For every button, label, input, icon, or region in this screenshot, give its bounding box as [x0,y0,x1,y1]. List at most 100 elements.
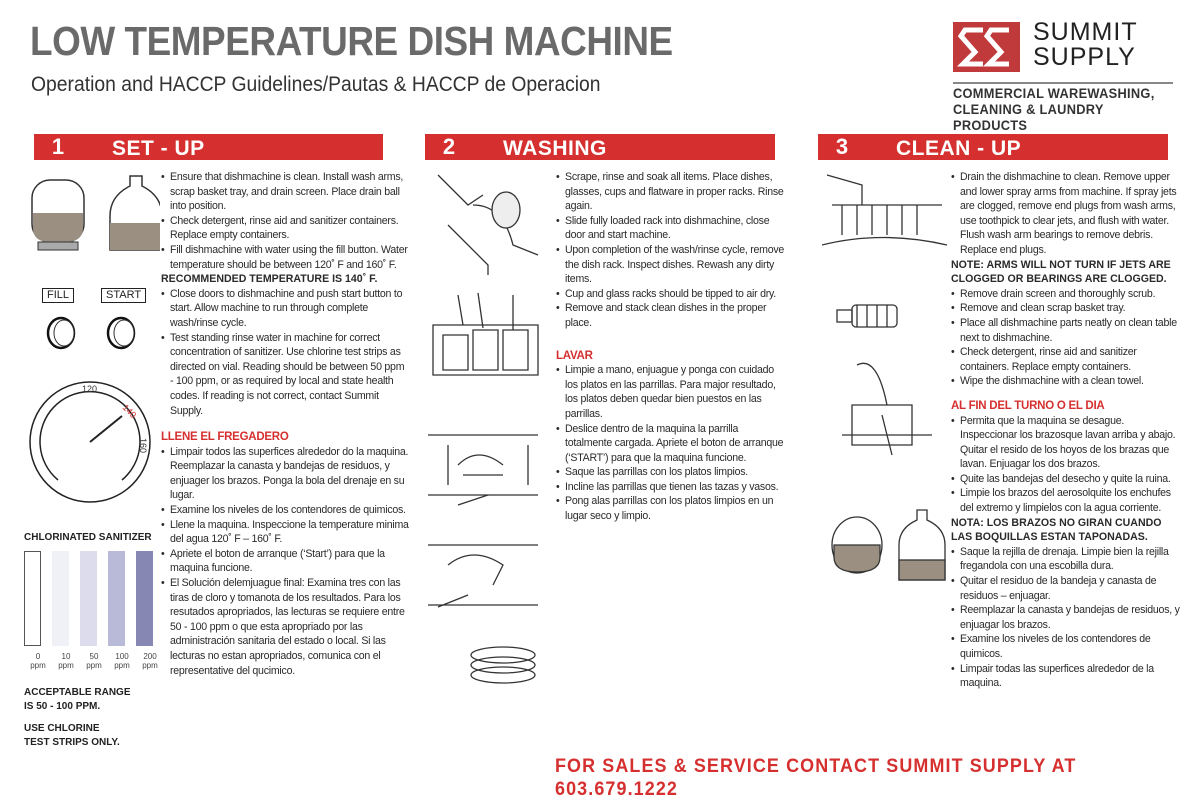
list-item: Limpair todos las superfices alrededor d… [161,445,409,503]
strip-value: 100 [115,652,129,661]
section-3-number: 3 [818,134,866,160]
list-item: Saque las parrillas con los platos limpi… [556,465,786,480]
list-item: Limpie a mano, enjuague y ponga con cuid… [556,363,786,421]
list-item: Check detergent, rinse aid and sanitizer… [951,345,1183,374]
list-item: Fill dishmachine with water using the fi… [161,243,409,272]
sanitizer-strip [24,551,41,646]
list-item: Apriete el boton de arranque (‘Start’) p… [161,547,409,576]
bullet-list: Permita que la maquina se desague. Inspe… [951,414,1183,516]
list-item: Examine los niveles de los contendores d… [161,503,409,518]
logo-tagline1: COMMERCIAL WAREWASHING, [953,86,1155,101]
section-1-number: 1 [34,134,82,160]
sanitizer-strip [108,551,125,646]
list-item: Deslice dentro de la maquina la parrilla… [556,422,786,466]
containers-illustration [31,175,160,251]
strip-value: 200 [143,652,157,661]
strip-value: 10 [61,652,71,661]
page-title: LOW TEMPERATURE DISH MACHINE [30,18,673,64]
spanish-clogged-note: NOTA: LOS BRAZOS NO GIRAN CUANDO LAS BOQ… [951,516,1162,544]
strip-unit: ppm [142,661,158,670]
gauge-label-120: 120 [82,384,97,394]
list-item: Quite las bandejas del desecho y quite l… [951,472,1183,487]
section-3-spanish-heading: AL FIN DEL TURNO O EL DIA [951,399,1105,412]
logo-name-line1: SUMMIT [1033,18,1138,46]
strip-unit: ppm [114,661,130,670]
strip-unit: ppm [58,661,74,670]
list-item: Remove and clean scrap basket tray. [951,301,1183,316]
logo-name-line2: SUPPLY [1033,43,1136,71]
contact-footer: FOR SALES & SERVICE CONTACT SUMMIT SUPPL… [555,755,1077,800]
clogged-arms-note: NOTE: ARMS WILL NOT TURN IF JETS ARE CLO… [951,258,1171,286]
list-item: Llene la maquina. Inspeccione la tempera… [161,518,409,547]
temperature-gauge: 120 140 160 [29,381,151,503]
list-item: Slide fully loaded rack into dishmachine… [556,214,786,243]
section-3-title: CLEAN - UP [866,134,1168,160]
list-item: Remove drain screen and thoroughly scrub… [951,287,1183,302]
section-2-number: 2 [425,134,473,160]
bullet-list: Saque la rejilla de drenaja. Limpie bien… [951,545,1183,691]
bullet-list: Limpie a mano, enjuague y ponga con cuid… [556,363,786,524]
page-subtitle: Operation and HACCP Guidelines/Pautas & … [31,73,601,96]
logo-tagline2: CLEANING & LAUNDRY PRODUCTS [953,102,1104,133]
list-item: Permita que la maquina se desague. Inspe… [951,414,1183,472]
strip-unit: ppm [30,661,46,670]
bullet-list: Limpair todos las superfices alrededor d… [161,445,409,679]
strip-value: 50 [89,652,99,661]
list-item: Pong alas parrillas con los platos limpi… [556,494,786,523]
gauge-label-160: 160 [138,438,148,453]
list-item: Incline las parrillas que tienen las taz… [556,480,786,495]
strip-value: 0 [35,652,41,661]
bullet-list: Drain the dishmachine to clean. Remove u… [951,170,1183,258]
list-item: Wipe the dishmachine with a clean towel. [951,374,1183,389]
recommended-temperature-note: RECOMMENDED TEMPERATURE IS 140˚ F. [161,273,378,286]
list-item: Place all dishmachine parts neatly on cl… [951,316,1183,345]
section-2-title: WASHING [473,134,775,160]
bullet-list: Close doors to dishmachine and push star… [161,287,409,418]
sanitizer-strip [52,551,69,646]
start-button-label: START [101,288,147,303]
washing-illustrations [428,174,539,684]
acceptable-range-note: ACCEPTABLE RANGE IS 50 - 100 PPM. [24,687,131,712]
section-1-title: SET - UP [82,134,383,160]
sanitizer-strip [136,551,153,646]
list-item: Close doors to dishmachine and push star… [161,287,409,331]
list-item: Quitar el residuo de la bandeja y canast… [951,574,1183,603]
list-item: Saque la rejilla de drenaja. Limpie bien… [951,545,1183,574]
section-3-text: Drain the dishmachine to clean. Remove u… [951,170,1183,691]
divider [953,82,1173,84]
section-1-spanish-heading: LLENE EL FREGADERO [161,431,289,444]
list-item: Upon completion of the wash/rinse cycle,… [556,243,786,287]
list-item: El Solución delemjuague final: Examina t… [161,576,409,678]
list-item: Test standing rinse water in machine for… [161,331,409,419]
list-item: Ensure that dishmachine is clean. Instal… [161,170,409,214]
list-item: Check detergent, rinse aid and sanitizer… [161,214,409,243]
section-2-text: Scrape, rinse and soak all items. Place … [556,170,786,524]
strip-unit: ppm [86,661,102,670]
bullet-list: Scrape, rinse and soak all items. Place … [556,170,786,331]
sanitizer-title: CHLORINATED SANITIZER [24,532,152,543]
machine-buttons-illustration [46,316,136,350]
list-item: Cup and glass racks should be tipped to … [556,287,786,302]
test-strip-note: USE CHLORINE TEST STRIPS ONLY. [24,723,120,748]
sanitizer-strip [80,551,97,646]
list-item: Drain the dishmachine to clean. Remove u… [951,170,1183,258]
list-item: Reemplazar la canasta y bandejas de resi… [951,603,1183,632]
section-1-text: Ensure that dishmachine is clean. Instal… [161,170,409,678]
cleanup-illustrations [822,174,948,581]
list-item: Remove and stack clean dishes in the pro… [556,301,786,330]
list-item: Limpair todas las superfices alrededor d… [951,662,1183,691]
fill-button-label: FILL [42,288,75,303]
list-item: Scrape, rinse and soak all items. Place … [556,170,786,214]
list-item: Limpie los brazos del aerosolquite los e… [951,486,1183,515]
list-item: Examine los niveles de los contendores d… [951,632,1183,661]
bullet-list: Remove drain screen and thoroughly scrub… [951,287,1183,389]
ss-logo-icon [953,22,1020,72]
bullet-list: Ensure that dishmachine is clean. Instal… [161,170,409,272]
section-2-spanish-heading: LAVAR [556,349,593,362]
